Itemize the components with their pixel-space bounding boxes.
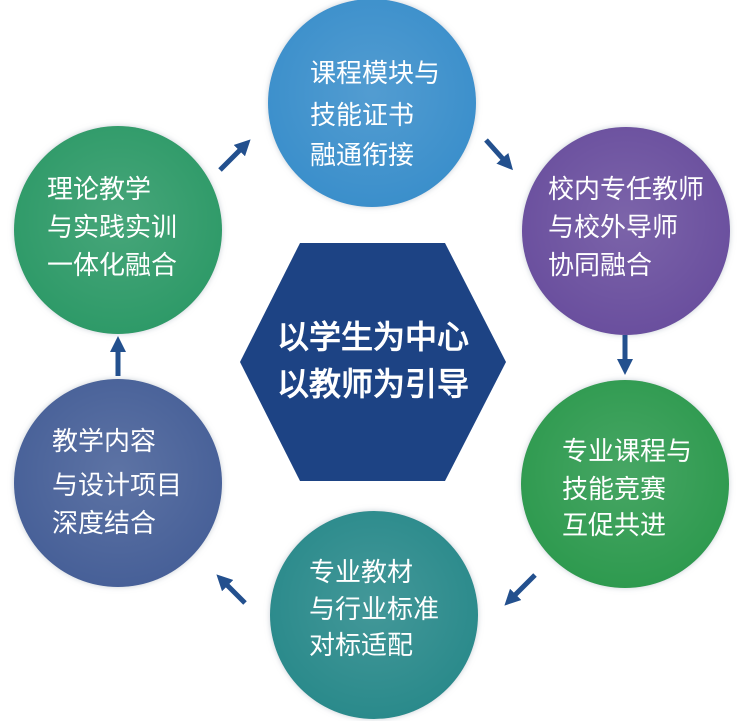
- node-highlight: [270, 511, 478, 719]
- node-label-line: 对标适配: [309, 631, 413, 661]
- node-highlight: [14, 379, 222, 587]
- node-textbook-standard: 专业教材 与行业标准 对标适配: [270, 511, 478, 719]
- node-label-line: 技能竞赛: [562, 475, 666, 505]
- center-label-line: 以学生为中心: [277, 318, 469, 356]
- node-label-line: 理论教学: [47, 175, 151, 205]
- node-teacher-mentor: 校内专任教师 与校外导师 协同融合: [522, 127, 730, 335]
- node-highlight: [268, 0, 476, 207]
- node-theory-practice: 理论教学 与实践实训 一体化融合: [14, 126, 222, 334]
- node-label-line: 教学内容: [52, 427, 156, 457]
- node-label-line: 与实践实训: [47, 213, 177, 243]
- node-label-line: 技能证书: [310, 101, 414, 131]
- arrow-competition-to-textbook: [504, 573, 537, 606]
- node-label-line: 一体化融合: [47, 251, 177, 281]
- node-content-project: 教学内容 与设计项目 深度结合: [14, 379, 222, 587]
- node-label-line: 课程模块与: [310, 59, 440, 89]
- arrow-course-to-teacher: [484, 138, 514, 171]
- node-highlight: [521, 380, 729, 588]
- node-label-line: 与校外导师: [548, 213, 678, 243]
- node-course-certificate: 课程模块与 技能证书 融通衔接: [268, 0, 476, 207]
- node-label-line: 协同融合: [548, 251, 652, 281]
- center-hexagon: [240, 243, 506, 481]
- node-label-line: 校内专任教师: [548, 175, 704, 205]
- node-label-line: 互促共进: [562, 511, 666, 541]
- node-highlight: [522, 127, 730, 335]
- arrow-textbook-to-content: [216, 574, 247, 605]
- node-label-line: 与行业标准: [309, 595, 439, 625]
- node-label-line: 深度结合: [52, 509, 156, 539]
- center-label-line: 以教师为引导: [277, 365, 469, 403]
- node-highlight: [14, 126, 222, 334]
- node-label-line: 融通衔接: [310, 141, 414, 171]
- center-hexagon-group: 以学生为中心 以教师为引导: [240, 243, 506, 481]
- node-label-line: 与设计项目: [52, 471, 182, 501]
- node-course-competition: 专业课程与 技能竞赛 互促共进: [521, 380, 729, 588]
- node-label-line: 专业教材: [309, 558, 413, 588]
- node-label-line: 专业课程与: [562, 437, 692, 467]
- arrow-theory-to-course: [218, 139, 251, 172]
